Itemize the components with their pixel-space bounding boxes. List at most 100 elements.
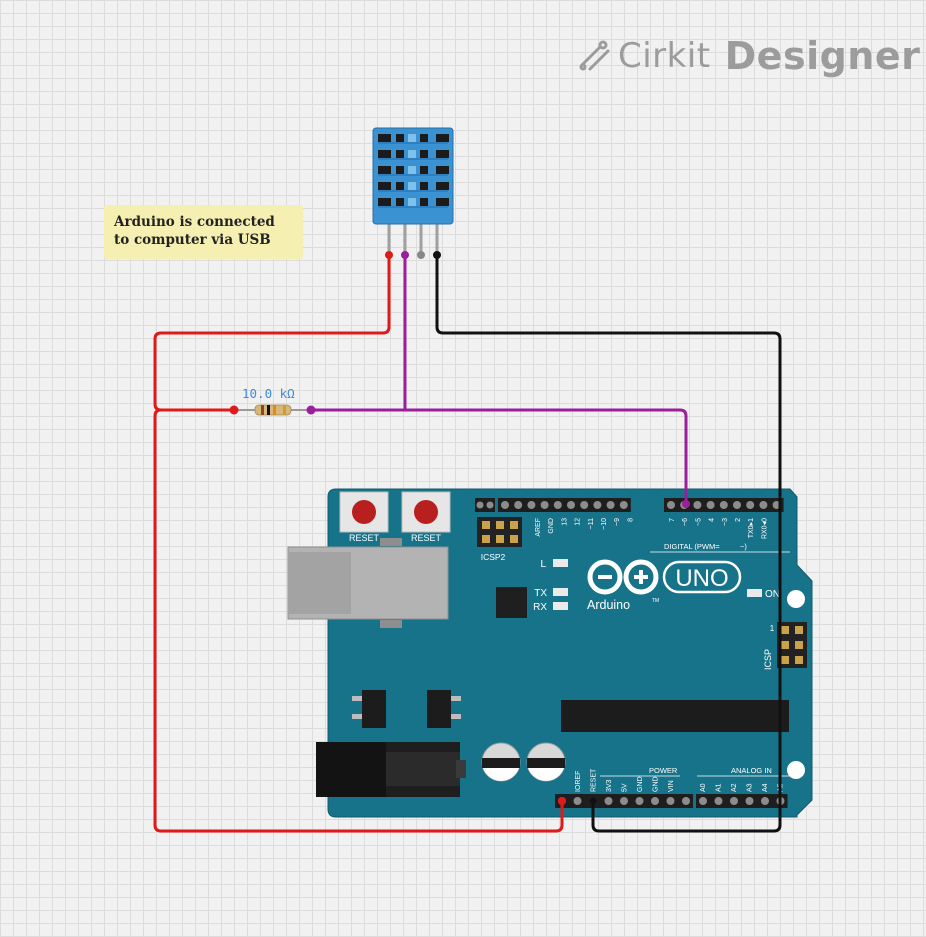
grille-hole [396,198,404,206]
led-tx-label: TX [534,588,547,599]
pin-label: ~6 [682,518,689,526]
analog-header [696,794,788,808]
arduino-infinity-logo [587,559,659,595]
header-pin [667,501,675,509]
grille-hole [396,134,404,142]
pin-label: A4 [762,783,769,792]
reset-label: RESET [349,533,380,543]
grille-hole [408,198,416,206]
power-analog-pin-header [555,794,788,808]
pin-label: 12 [575,518,582,526]
header-pin [733,501,741,509]
header-pin [620,797,628,805]
grille-slot [378,166,391,174]
mounting-hole [787,761,805,779]
uno-model-label: UNO [675,565,728,592]
sensor-pin-data-junction [401,251,409,259]
header-pin [604,797,613,805]
header-pin [693,501,702,509]
header-pin [527,501,536,509]
usb-connector [287,538,449,628]
wire-purple-data[interactable] [311,255,688,504]
wire-red-5v[interactable] [153,255,564,833]
led-on [747,589,762,597]
voltage-regulator-2 [427,690,461,728]
pin-label: ~11 [588,518,595,529]
header-pin [486,501,494,509]
header-pin [706,501,715,509]
capacitor [481,742,521,782]
grille-rib [378,174,448,176]
grille-hole [420,166,428,174]
pin-label: A1 [716,783,723,792]
dht11-sensor[interactable] [372,127,454,256]
reset-button-2[interactable]: RESET [401,491,451,543]
grille-hole [396,166,404,174]
resistor-right-junction [306,405,316,415]
header-pin [714,797,723,805]
cirkit-designer-logo: Cirkit Designer [578,32,920,80]
grille-slot [436,198,449,206]
capacitor [526,742,566,782]
pin-label: 3V3 [606,779,613,792]
header-pin [745,797,754,805]
reset-button-1[interactable]: RESET [339,491,389,543]
pin-gnd-junction [589,797,597,805]
grille-slot [378,134,391,142]
pin-label: ~10 [601,518,608,530]
arduino-uno-board[interactable]: RESET RESET ICSP2 L [287,488,813,818]
grille-slot [378,182,391,190]
led-l [553,559,568,567]
pin-label: A0 [700,783,707,792]
grille-hole [420,150,428,158]
dht11-grille [378,134,449,208]
resistor-left-junction [229,405,239,415]
voltage-regulator-1 [352,690,386,728]
grille-hole [408,134,416,142]
header-pin [699,797,707,805]
grille-hole [396,150,404,158]
grille-hole [408,166,416,174]
header-pin [682,797,690,805]
header-pin [719,501,728,509]
grille-slot [436,182,449,190]
pin-5v-junction [558,797,566,805]
icsp-label: ICSP [763,649,773,670]
led-rx-label: RX [533,602,547,613]
sensor-pin-vcc-junction [385,251,393,259]
pin-label: ~9 [614,518,621,526]
pin-label: RX0◂0 [761,518,768,539]
pin-label: ~5 [695,518,702,526]
grille-slot [378,150,391,158]
grille-hole [396,182,404,190]
header-pin [730,797,738,805]
header-pin [567,501,575,509]
grille-hole [420,134,428,142]
header-pin [651,797,659,805]
pin-label: IOREF [575,771,582,792]
header-pin [606,501,615,509]
cirkit-logo-icon [579,40,610,71]
wire-black-gnd[interactable] [435,255,782,833]
pin-label: GND [548,518,555,534]
header-pin [501,501,509,509]
analog-in-label: ANALOG IN [731,766,772,775]
header-pin [573,797,582,805]
digital-pwm-tail: ~) [740,542,747,551]
resistor-10k[interactable] [234,404,311,416]
header-pin [746,501,755,509]
grille-rib [378,142,448,144]
pin-label: GND [637,776,644,792]
header-pin [540,501,549,509]
grille-hole [408,150,416,158]
uno-badge [662,560,742,594]
pin-label: 4 [709,518,716,522]
grille-rib [378,158,448,160]
dc-power-jack [316,742,466,797]
header-pin [761,797,769,805]
pin-label: A3 [747,783,754,792]
header-pin [666,797,675,805]
pin-label: 7 [669,518,676,522]
